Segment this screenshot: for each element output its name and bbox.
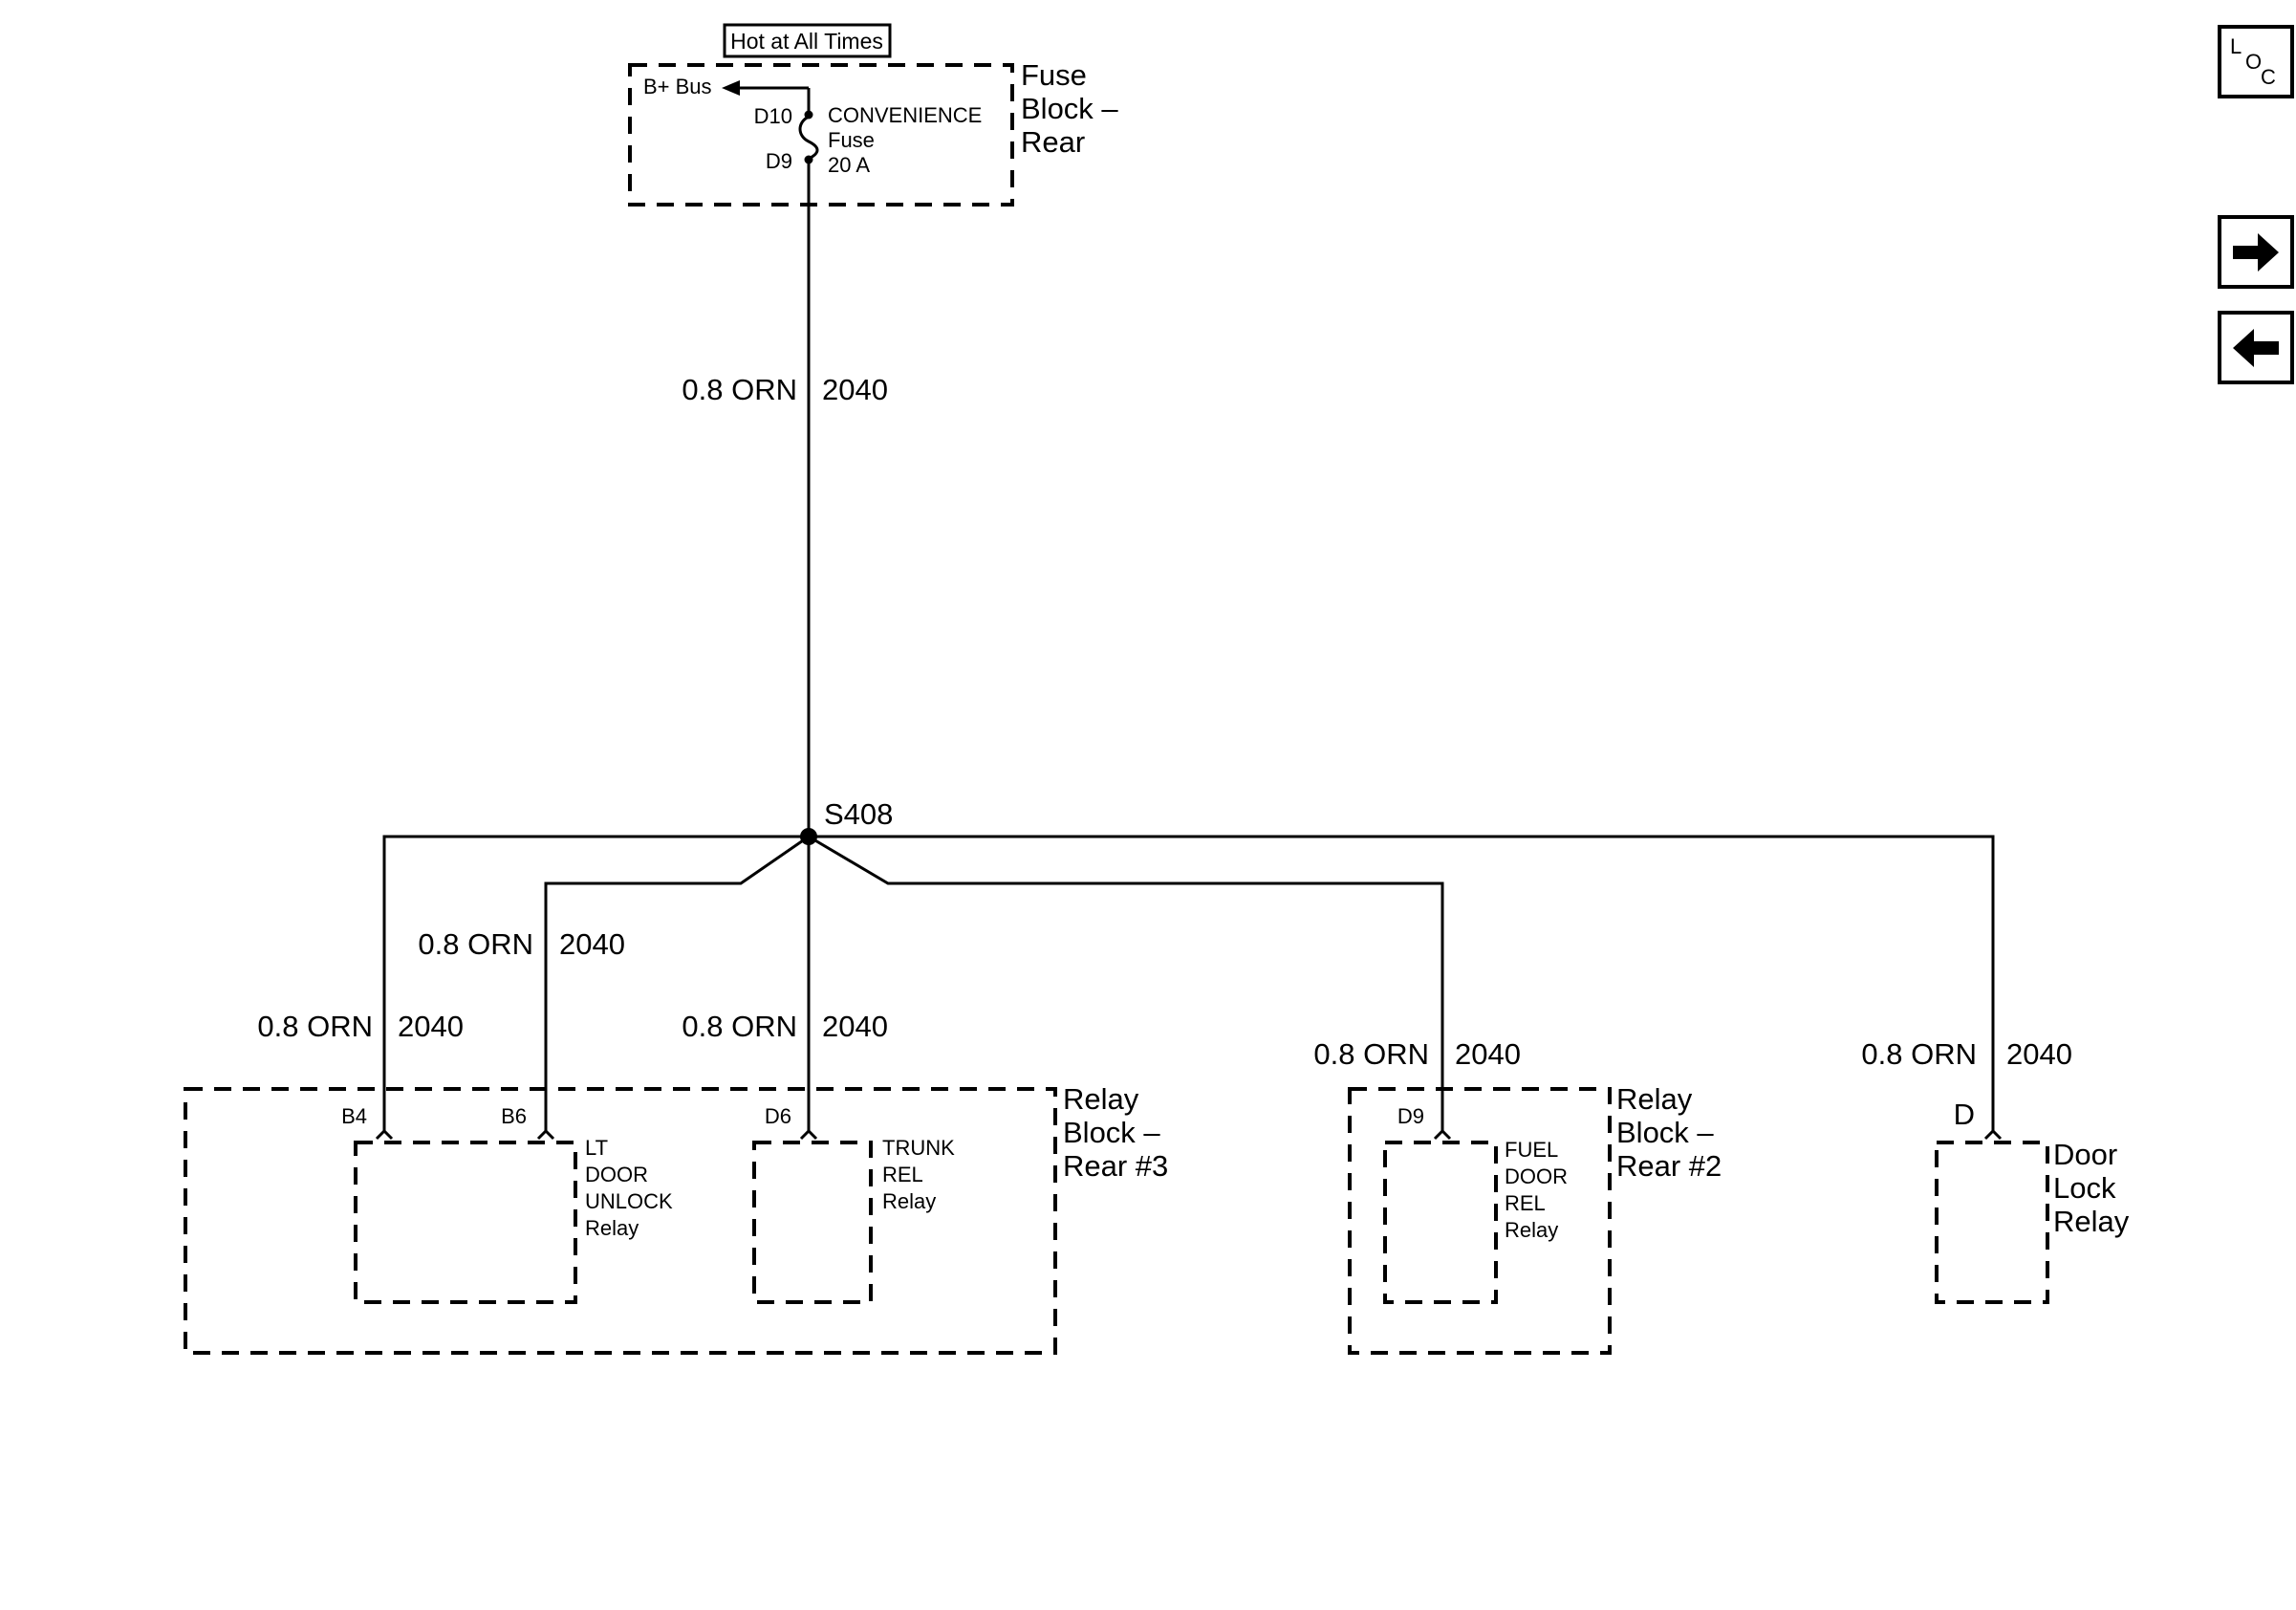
wire-d6-circuit: 2040 bbox=[822, 1010, 888, 1043]
fuel-door-rel-relay-outline bbox=[1383, 1141, 1498, 1304]
fuse-block-title: Fuse Block – Rear bbox=[1021, 58, 1126, 159]
wire-branch-b4 bbox=[382, 835, 809, 1131]
wire-d6-gauge: 0.8 ORN bbox=[682, 1010, 797, 1043]
loc-button[interactable]: L O C bbox=[2218, 25, 2294, 98]
wire-b4-gauge: 0.8 ORN bbox=[257, 1010, 373, 1043]
lt-door-unlock-relay-label: LT DOOR UNLOCK Relay bbox=[585, 1136, 679, 1240]
connector-d9-icon bbox=[1433, 1128, 1452, 1141]
connector-b6-icon bbox=[536, 1128, 555, 1141]
fuel-door-rel-relay-label: FUEL DOOR REL Relay bbox=[1505, 1138, 1573, 1242]
relay-block-rear-3-title: Relay Block – Rear #3 bbox=[1063, 1082, 1168, 1183]
wire-branch-d bbox=[809, 835, 1995, 1131]
connector-d6-icon bbox=[799, 1128, 818, 1141]
connector-b4-icon bbox=[375, 1128, 394, 1141]
wire-b6-gauge: 0.8 ORN bbox=[418, 927, 533, 961]
back-button[interactable] bbox=[2218, 311, 2294, 384]
door-lock-relay-title: Door Lock Relay bbox=[2053, 1138, 2130, 1238]
fuse-pin-top: D10 bbox=[754, 104, 792, 128]
wire-branch-d9 bbox=[808, 835, 1444, 1131]
b-plus-bus-arrow-icon bbox=[722, 80, 740, 96]
relay-block-rear-3-outline bbox=[184, 1087, 1057, 1355]
pin-d9-label: D9 bbox=[1397, 1104, 1424, 1128]
pin-b4-label: B4 bbox=[341, 1104, 367, 1128]
lt-door-unlock-relay-outline bbox=[354, 1141, 577, 1304]
splice-s408-label: S408 bbox=[824, 797, 893, 831]
wire-b6-circuit: 2040 bbox=[559, 927, 625, 961]
hot-label-box bbox=[723, 23, 892, 58]
wire-d-gauge: 0.8 ORN bbox=[1861, 1037, 1977, 1071]
loc-letter-o: O bbox=[2245, 50, 2262, 74]
fuse-label: CONVENIENCE Fuse 20 A bbox=[828, 103, 987, 177]
wire-d9-circuit: 2040 bbox=[1455, 1037, 1521, 1071]
pin-d-label: D bbox=[1954, 1098, 1975, 1131]
trunk-rel-relay-outline bbox=[752, 1141, 873, 1304]
fuse-pin-bottom: D9 bbox=[766, 149, 792, 173]
arrow-right-icon bbox=[2233, 233, 2279, 272]
loc-letter-l: L bbox=[2230, 34, 2242, 58]
door-lock-relay-outline bbox=[1935, 1141, 2049, 1304]
relay-block-rear-2-title: Relay Block – Rear #2 bbox=[1616, 1082, 1722, 1183]
fuse-symbol-icon bbox=[798, 115, 819, 161]
loc-letter-c: C bbox=[2261, 65, 2276, 89]
wire-d-circuit: 2040 bbox=[2006, 1037, 2072, 1071]
pin-b6-label: B6 bbox=[501, 1104, 527, 1128]
arrow-left-icon bbox=[2233, 329, 2279, 367]
b-plus-bus-label: B+ Bus bbox=[643, 75, 712, 98]
wire-branch-b6 bbox=[544, 835, 810, 1131]
main-wire-circuit: 2040 bbox=[822, 373, 888, 406]
hot-label: Hot at All Times bbox=[730, 29, 883, 54]
trunk-rel-relay-label: TRUNK REL Relay bbox=[882, 1136, 961, 1213]
main-wire-gauge: 0.8 ORN bbox=[682, 373, 797, 406]
relay-block-rear-2-outline bbox=[1348, 1087, 1612, 1355]
pin-d6-label: D6 bbox=[765, 1104, 791, 1128]
connector-d-icon bbox=[1983, 1128, 2003, 1141]
wire-d9-gauge: 0.8 ORN bbox=[1313, 1037, 1429, 1071]
forward-button[interactable] bbox=[2218, 215, 2294, 289]
wire-b4-circuit: 2040 bbox=[398, 1010, 464, 1043]
